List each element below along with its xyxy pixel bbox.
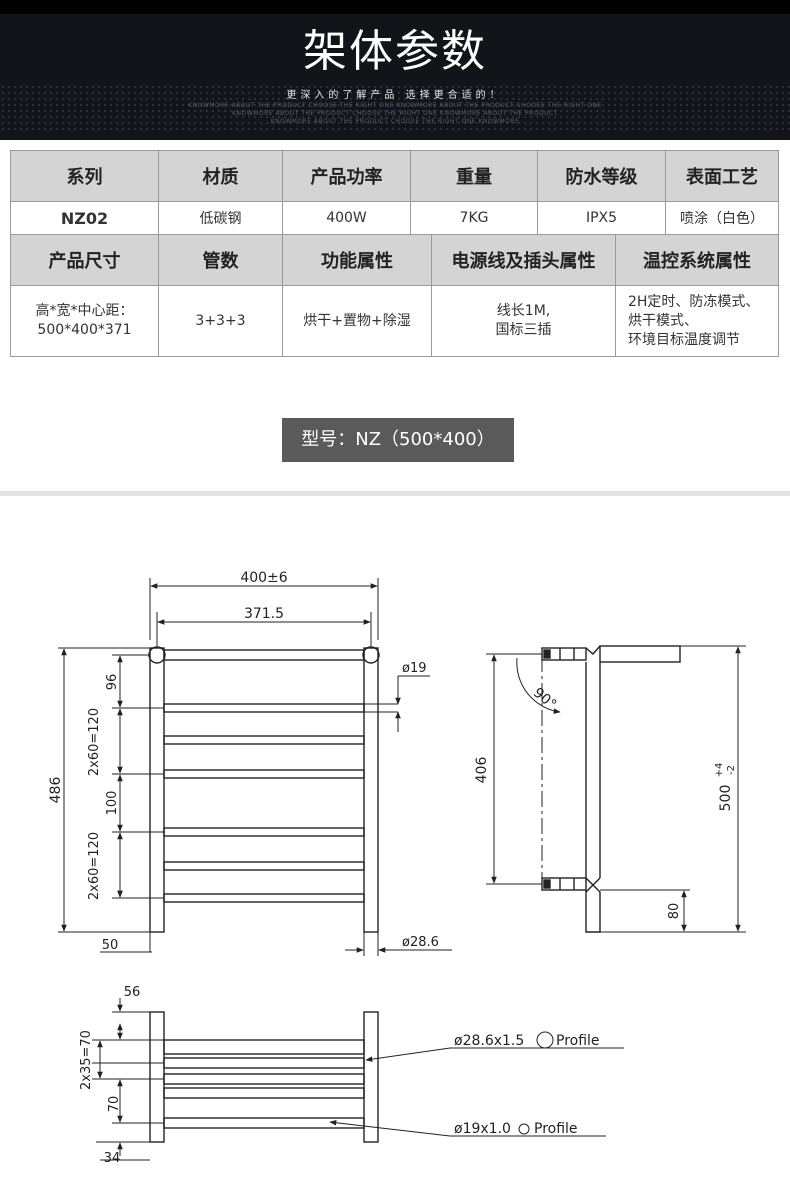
dim-bottom: 50	[102, 938, 119, 953]
banner-top-stripe	[0, 0, 790, 14]
header-surface: 表面工艺	[665, 150, 779, 202]
dim-top-view-mid: 70	[107, 1096, 122, 1113]
profile-small-word: Profile	[534, 1121, 578, 1137]
cable-line: 国标三插	[495, 322, 552, 338]
dim-top-view-top: 56	[124, 985, 141, 1000]
value-thermostat: 2H定时、防冻模式、 烘干模式、 环境目标温度调节	[615, 285, 779, 357]
spec-table: 系列 材质 产品功率 重量 防水等级 表面工艺 NZ02 低碳钢 400W 7K…	[10, 150, 779, 357]
size-line: 500*400*371	[37, 322, 132, 338]
cable-line: 线长1M,	[496, 303, 551, 319]
dim-group2: 2x60=120	[87, 832, 102, 900]
banner-micro-text: KNOWMORE ABOUT THE PRODUCT CHOOSE THE RI…	[270, 118, 520, 125]
rung	[163, 769, 365, 779]
right-post-cap	[362, 646, 380, 664]
value-power: 400W	[282, 201, 411, 235]
top-dimension-labels: 56 2x35=70 70 34 ø28.6x1.5 Profile ø19x1…	[79, 985, 600, 1166]
dim-height-inner: 406	[474, 757, 490, 784]
spec-header-row: 产品尺寸 管数 功能属性 电源线及插头属性 温控系统属性	[10, 234, 779, 286]
value-waterproof: IPX5	[537, 201, 666, 235]
header-series: 系列	[10, 150, 159, 202]
side-top-arm	[599, 645, 681, 663]
side-post	[585, 662, 601, 878]
dim-top: 96	[105, 674, 120, 691]
thermo-line: 环境目标温度调节	[628, 331, 740, 348]
page-title: 架体参数	[303, 26, 487, 77]
top-view	[149, 1011, 379, 1143]
header-weight: 重量	[410, 150, 538, 202]
left-post-cap	[148, 646, 166, 664]
value-surface: 喷涂（白色）	[665, 201, 779, 235]
value-tubes: 3+3+3	[158, 285, 283, 357]
value-cable: 线长1M, 国标三插	[431, 285, 616, 357]
rung	[163, 735, 365, 745]
dim-angle: 90°	[530, 685, 559, 713]
top-dimensions	[92, 998, 624, 1161]
rung	[163, 893, 365, 903]
thermo-line: 烘干模式、	[628, 312, 698, 329]
dim-height-side: 500	[718, 785, 734, 812]
top-view-tube	[163, 1087, 365, 1099]
side-dimensions	[486, 645, 746, 933]
value-series: NZ02	[10, 201, 159, 235]
right-post	[363, 647, 379, 933]
front-dimensions	[58, 578, 452, 956]
top-view-tube	[163, 1057, 365, 1069]
dim-tol-plus: +4	[714, 763, 725, 778]
size-line: 高*宽*中心距：	[35, 303, 134, 319]
model-label: 型号：NZ（500*400）	[282, 418, 514, 462]
spec-value-row: NZ02 低碳钢 400W 7KG IPX5 喷涂（白色）	[10, 201, 779, 235]
section-divider	[0, 491, 790, 496]
left-post	[149, 647, 165, 933]
dim-pipe-small: ø19	[402, 661, 427, 676]
dim-height-total: 486	[48, 777, 64, 804]
value-function: 烘干+置物+除湿	[282, 285, 432, 357]
value-material: 低碳钢	[158, 201, 283, 235]
profile-small-circle	[518, 1123, 530, 1135]
profile-large-label: ø28.6x1.5	[454, 1033, 524, 1049]
header-tubes: 管数	[158, 234, 283, 286]
header-size: 产品尺寸	[10, 234, 159, 286]
top-view-tube	[163, 1073, 365, 1085]
page-subtitle: 更深入的了解产品 选择更合适的！	[286, 90, 504, 101]
side-post-foot	[585, 877, 601, 933]
thermo-line: 2H定时、防冻模式、	[628, 293, 760, 310]
profile-large-circle	[536, 1031, 554, 1049]
header-thermostat: 温控系统属性	[615, 234, 779, 286]
value-weight: 7KG	[410, 201, 538, 235]
dim-side-bottom: 80	[667, 903, 682, 920]
dim-width-overall: 400±6	[240, 570, 287, 586]
top-view-right-plate	[363, 1011, 379, 1143]
banner-dot-pattern	[0, 84, 790, 132]
rung	[163, 861, 365, 871]
banner-micro-text: KNOWMORE ABOUT THE PRODUCT CHOOSE THE RI…	[232, 110, 558, 117]
spec-value-row: 高*宽*中心距： 500*400*371 3+3+3 烘干+置物+除湿 线长1M…	[10, 285, 779, 357]
rung	[163, 827, 365, 837]
dim-top-view-group: 2x35=70	[79, 1030, 94, 1090]
top-view-tube-large	[163, 1039, 365, 1055]
profile-small-label: ø19x1.0	[454, 1121, 511, 1137]
dim-pipe-large: ø28.6	[402, 935, 439, 950]
top-view-tube	[163, 1117, 365, 1129]
header-waterproof: 防水等级	[537, 150, 666, 202]
header-banner: 架体参数 更深入的了解产品 选择更合适的！ KNOWMORE ABOUT THE…	[0, 0, 790, 140]
rung	[163, 703, 365, 713]
front-dimension-labels: 400±6 371.5 ø19 ø28.6 486 96 2x60=120 10…	[48, 570, 439, 953]
front-view	[148, 646, 380, 933]
side-view	[516, 645, 681, 933]
value-size: 高*宽*中心距： 500*400*371	[10, 285, 159, 357]
dim-tol-minus: -2	[726, 765, 737, 775]
top-bar	[163, 649, 365, 661]
dim-width-center: 371.5	[244, 606, 284, 622]
technical-drawing: 400±6 371.5 ø19 ø28.6 486 96 2x60=120 10…	[48, 570, 746, 1166]
dim-mid: 100	[105, 791, 120, 816]
header-material: 材质	[158, 150, 283, 202]
dim-group1: 2x60=120	[87, 708, 102, 776]
header-cable: 电源线及插头属性	[431, 234, 616, 286]
banner-micro-text: KNOWMORE ABOUT THE PRODUCT CHOOSE THE RI…	[188, 102, 602, 109]
header-power: 产品功率	[282, 150, 411, 202]
header-function: 功能属性	[282, 234, 432, 286]
dim-top-view-bottom: 34	[104, 1151, 121, 1166]
profile-large-word: Profile	[556, 1033, 600, 1049]
spec-header-row: 系列 材质 产品功率 重量 防水等级 表面工艺	[10, 150, 779, 202]
